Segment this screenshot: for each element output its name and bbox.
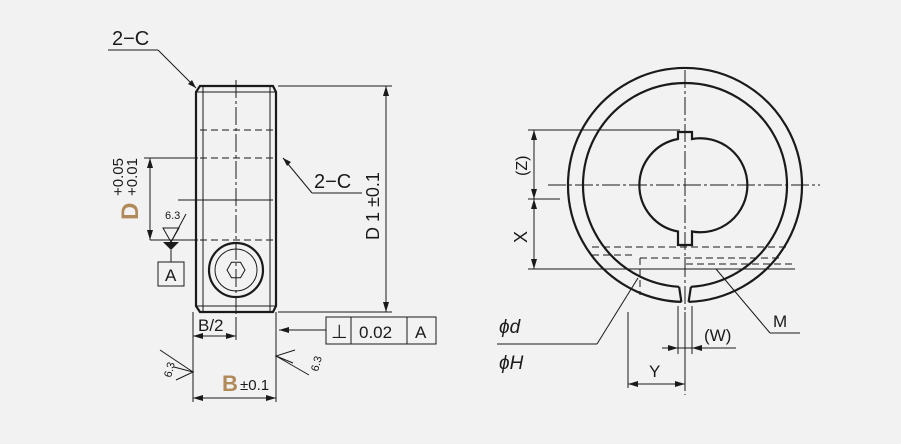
d-tol-lower: +0.01 — [124, 158, 141, 196]
chamfer-top-label: 2−C — [112, 28, 149, 50]
d-arrow-bottom — [147, 230, 153, 240]
slit-edge-left — [678, 286, 683, 303]
x-arrow-top — [531, 199, 537, 209]
d1-arrow-top — [383, 86, 389, 96]
b-symbol: B — [222, 371, 238, 396]
datum-box — [157, 261, 185, 287]
roughness-right-face-value: 6.3 — [309, 355, 325, 373]
perpendicularity-symbol: ⊥ — [331, 322, 348, 343]
b2-arrow-left — [193, 333, 203, 339]
datum-triangle — [163, 242, 179, 250]
slit-edge-right — [687, 286, 692, 303]
m-leader — [715, 268, 771, 334]
hex-socket — [226, 261, 246, 279]
screw-counterbore — [207, 241, 265, 299]
w-arrow-right — [692, 345, 702, 351]
y-arrow-left — [628, 381, 638, 387]
roughness-left-face-symbol — [173, 366, 195, 381]
chamfer-mid-label: 2−C — [314, 171, 351, 193]
collar-body-outline — [194, 84, 278, 314]
b-arrow-right — [266, 395, 276, 401]
b2-label: B/2 — [198, 316, 224, 335]
b-arrow-left — [193, 395, 203, 401]
y-arrow-right — [675, 381, 685, 387]
z-arrow-bottom — [531, 189, 537, 199]
geo-tol-value: 0.02 — [359, 323, 392, 342]
z-arrow-top — [531, 130, 537, 140]
leader-2c-top — [157, 49, 197, 89]
roughness-bore-leg — [170, 213, 187, 243]
geo-tol-arrow — [279, 327, 289, 333]
inner-ring — [581, 81, 789, 288]
d-h-leader — [596, 277, 639, 345]
d-symbol: D — [117, 203, 144, 220]
large-h-label: ϕH — [499, 353, 524, 374]
roughness-left-face-value: 6.3 — [162, 361, 178, 379]
b2-arrow-right — [226, 333, 236, 339]
d1-label: D 1 ±0.1 — [363, 172, 383, 240]
roughness-bore-value: 6.3 — [165, 210, 180, 222]
geo-tol-datum: A — [415, 323, 427, 342]
arrow-2c-mid — [283, 158, 291, 166]
roughness-right-face-leg — [275, 355, 310, 376]
roughness-left-face-leg — [159, 349, 194, 373]
small-d-label: ϕd — [499, 317, 522, 338]
screw-head-outer — [214, 248, 258, 292]
d-tol-upper: +0.05 — [110, 158, 127, 196]
d-arrow-top — [147, 158, 153, 168]
x-label: X — [511, 231, 531, 243]
x-arrow-bottom — [531, 259, 537, 269]
y-label: Y — [649, 362, 660, 381]
m-label: M — [773, 312, 787, 331]
side-view: 2−C 2−C D 1 ±0.1 D +0.05 +0.01 6.3 A — [108, 28, 437, 402]
bore-with-slits — [638, 130, 749, 247]
arrow-2c-top — [188, 80, 196, 88]
d1-arrow-bottom — [383, 302, 389, 312]
w-arrow-left — [668, 345, 678, 351]
z-label: (Z) — [514, 156, 531, 176]
w-label: (W) — [704, 326, 731, 345]
geo-tol-frame — [325, 316, 437, 345]
b-tolerance: ±0.1 — [240, 377, 269, 394]
datum-letter: A — [165, 266, 177, 285]
front-view: (Z) X ϕd ϕH (W) M Y — [497, 66, 820, 395]
